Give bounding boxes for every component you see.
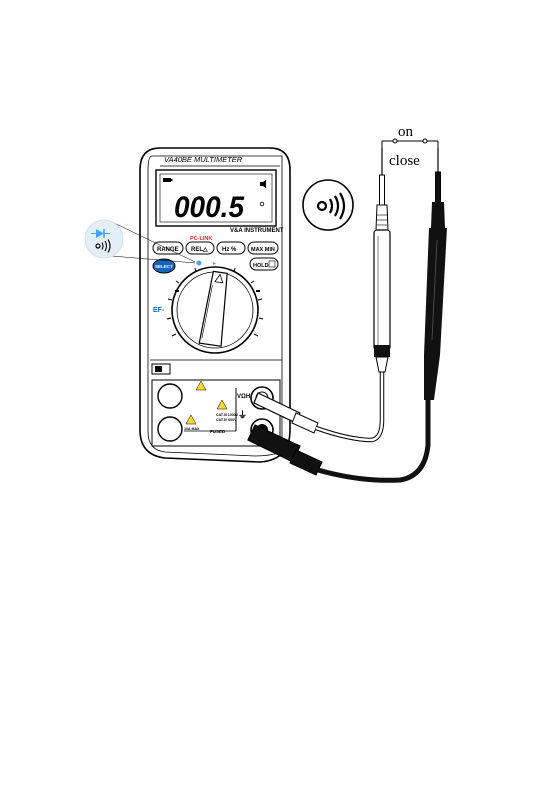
- svg-text:HOLD: HOLD: [253, 263, 269, 269]
- rotary-dial[interactable]: [172, 267, 258, 353]
- switch-close-label: close: [389, 153, 420, 169]
- max-label: 10A MAX: [184, 427, 200, 431]
- continuity-sound-icon: [303, 180, 353, 230]
- warning-bottom-text: CAT.IV 600V: [216, 418, 237, 422]
- hz-button[interactable]: Hz %: [217, 242, 245, 254]
- black-probe: [424, 148, 447, 400]
- ground-symbol: ⏚: [238, 410, 247, 420]
- terminal-10a[interactable]: [158, 384, 182, 408]
- lcd-reading: 000.5: [174, 191, 245, 224]
- dial-blue-marker: ▸: [213, 261, 216, 267]
- model-label: VA40BE MULTIMETER: [164, 155, 243, 164]
- pc-link-port-inner: [155, 366, 162, 372]
- white-probe: [374, 148, 390, 372]
- svg-text:RANGE: RANGE: [157, 247, 179, 253]
- svg-text:REL△: REL△: [191, 246, 208, 253]
- svg-text:MAX MIN: MAX MIN: [251, 247, 275, 253]
- red-lead-wire-outline: [316, 370, 382, 440]
- fused-label: FUSED: [210, 429, 226, 434]
- dial-mark-left: [175, 290, 179, 292]
- hold-button[interactable]: HOLD: [250, 258, 278, 270]
- svg-text:Hz %: Hz %: [222, 247, 237, 253]
- dial-mark-right: [256, 290, 260, 292]
- svg-text:SELECT: SELECT: [155, 264, 173, 269]
- switch-on-label: on: [398, 124, 414, 140]
- terminal-ma[interactable]: [158, 417, 182, 441]
- ef-label: EF-: [153, 307, 165, 314]
- maxmin-button[interactable]: MAX MIN: [248, 242, 278, 254]
- pc-link-label: PC-LINK: [190, 236, 212, 242]
- dial-diode-marker: [197, 261, 202, 266]
- rel-button[interactable]: REL△: [186, 242, 214, 254]
- switch-diagram: [382, 139, 438, 148]
- warning-top-text: CAT.III 1000V: [216, 413, 239, 417]
- brand-label: V&A INSTRUMENT: [230, 228, 284, 234]
